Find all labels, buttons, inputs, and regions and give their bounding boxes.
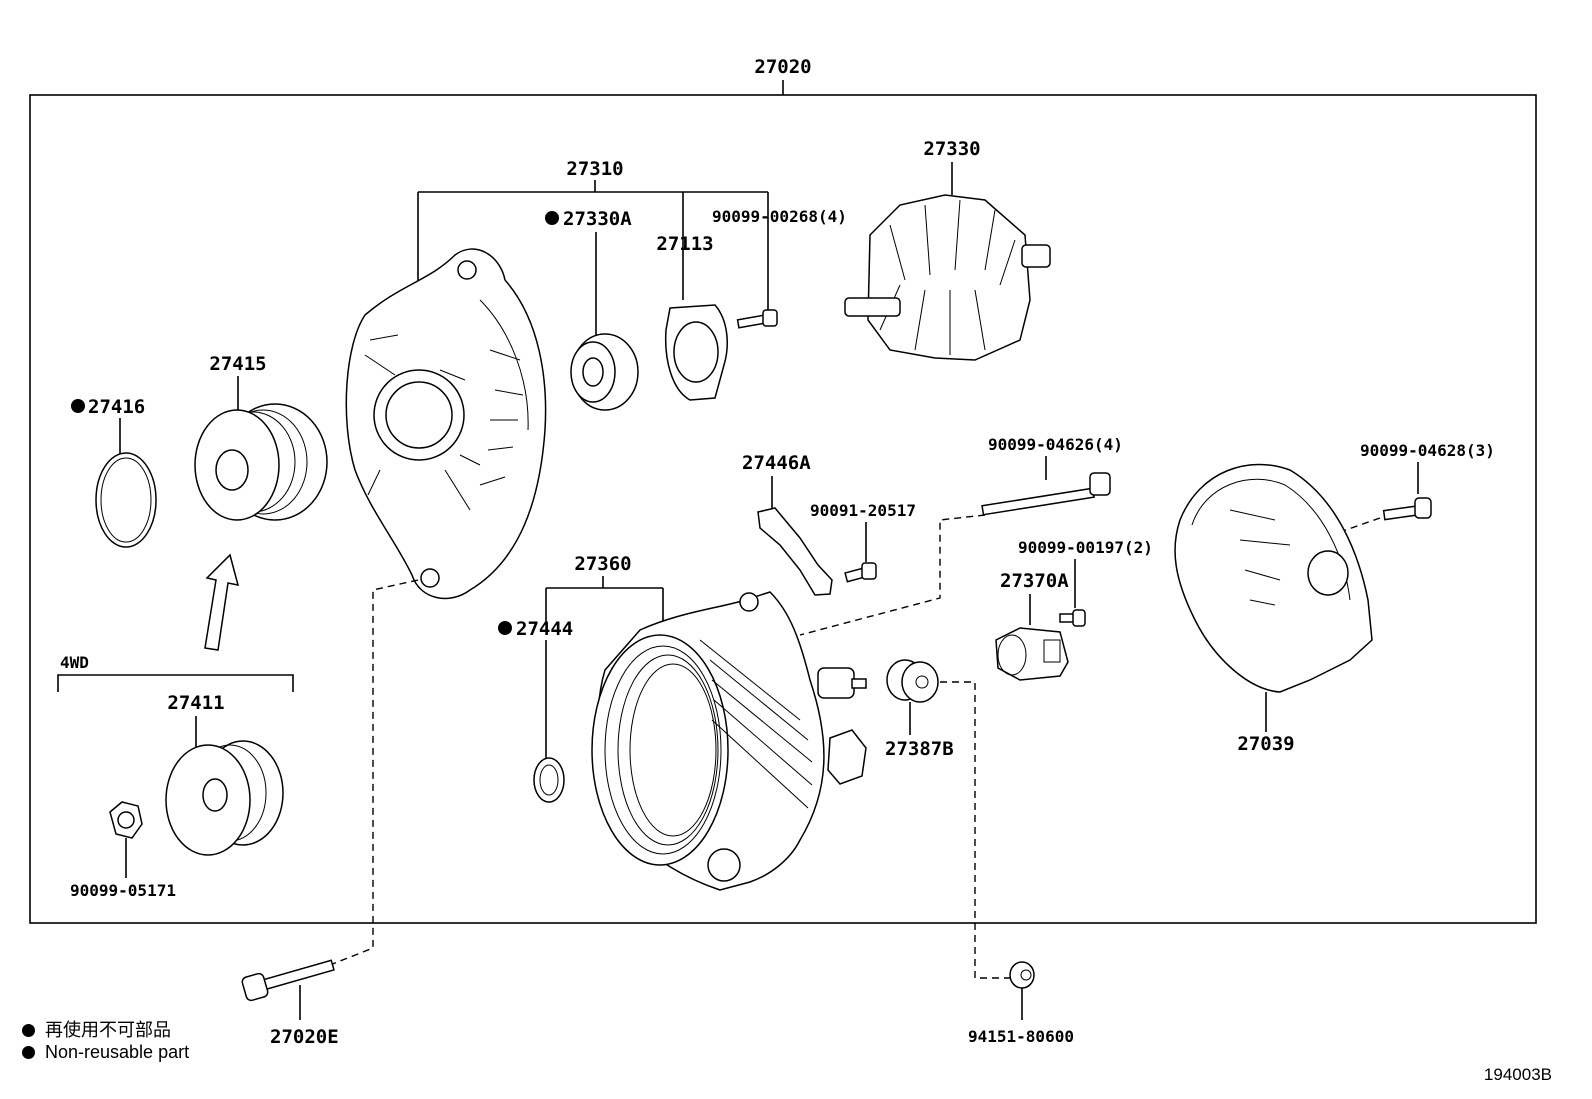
screw-90099-00197-part[interactable] (1059, 609, 1086, 627)
label-27330[interactable]: 27330 (923, 138, 980, 160)
legend-dot-icon (22, 1024, 35, 1037)
label-27330A[interactable]: 27330A (563, 208, 632, 230)
label-90099-00268[interactable]: 90099-00268(4) (712, 207, 847, 226)
label-27415[interactable]: 27415 (209, 353, 266, 375)
label-90099-00197[interactable]: 90099-00197(2) (1018, 538, 1153, 557)
drive-end-frame-part[interactable] (345, 248, 547, 600)
pulley-27411-part[interactable] (165, 740, 284, 856)
label-27446A[interactable]: 27446A (742, 452, 811, 474)
seal-27444-part[interactable] (533, 757, 565, 803)
nut-94151-80600-part[interactable] (1009, 961, 1035, 989)
bracket-27446A-part[interactable] (757, 507, 833, 596)
label-27411[interactable]: 27411 (167, 692, 224, 714)
label-90091-20517[interactable]: 90091-20517 (810, 501, 916, 520)
non-reusable-dot-27330A (545, 211, 559, 225)
label-27020[interactable]: 27020 (754, 56, 811, 78)
screw-90099-00268-part[interactable] (736, 309, 778, 329)
bearing-27330A-part[interactable] (570, 333, 639, 411)
legend-japanese-text: 再使用不可部品 (45, 1020, 171, 1040)
label-27360[interactable]: 27360 (574, 553, 631, 575)
snap-ring-27416-part[interactable] (95, 452, 157, 548)
label-27444[interactable]: 27444 (516, 618, 573, 640)
legend-english-text: Non-reusable part (45, 1042, 190, 1062)
label-27039[interactable]: 27039 (1237, 733, 1294, 755)
insulator-27387B-part[interactable] (886, 659, 939, 703)
label-90099-04628[interactable]: 90099-04628(3) (1360, 441, 1495, 460)
label-27370A[interactable]: 27370A (1000, 570, 1069, 592)
bolt-90091-20517-part[interactable] (844, 562, 877, 583)
non-reusable-dot-27416 (71, 399, 85, 413)
retainer-plate-27113-part[interactable] (664, 304, 728, 401)
bolt-90099-04626-part[interactable] (981, 472, 1111, 516)
rear-housing-27360-part[interactable] (591, 591, 867, 891)
label-94151-80600[interactable]: 94151-80600 (968, 1027, 1074, 1046)
rear-cover-27039-part[interactable] (1174, 463, 1373, 693)
brush-holder-27370A-part[interactable] (995, 627, 1069, 681)
label-4WD: 4WD (60, 653, 89, 672)
figure-code: 194003B (1483, 1065, 1552, 1084)
non-reusable-dot-27444 (498, 621, 512, 635)
label-90099-04626[interactable]: 90099-04626(4) (988, 435, 1123, 454)
label-27416[interactable]: 27416 (88, 396, 145, 418)
bolt-27020E-part[interactable] (241, 959, 335, 1002)
legend-japanese: 再使用不可部品 (22, 1016, 171, 1042)
legend-dot-icon (22, 1046, 35, 1059)
pulley-27415-part[interactable] (194, 403, 328, 521)
label-90099-05171[interactable]: 90099-05171 (70, 881, 176, 900)
label-27387B[interactable]: 27387B (885, 738, 954, 760)
legend-english: Non-reusable part (22, 1042, 189, 1063)
direction-arrow (204, 553, 240, 651)
label-27113[interactable]: 27113 (656, 233, 713, 255)
bolt-90099-04628-part[interactable] (1382, 497, 1432, 521)
nut-90099-05171-part[interactable] (109, 801, 143, 839)
label-27310[interactable]: 27310 (566, 158, 623, 180)
label-27020E[interactable]: 27020E (270, 1026, 339, 1048)
rotor-27330-part[interactable] (844, 194, 1051, 361)
